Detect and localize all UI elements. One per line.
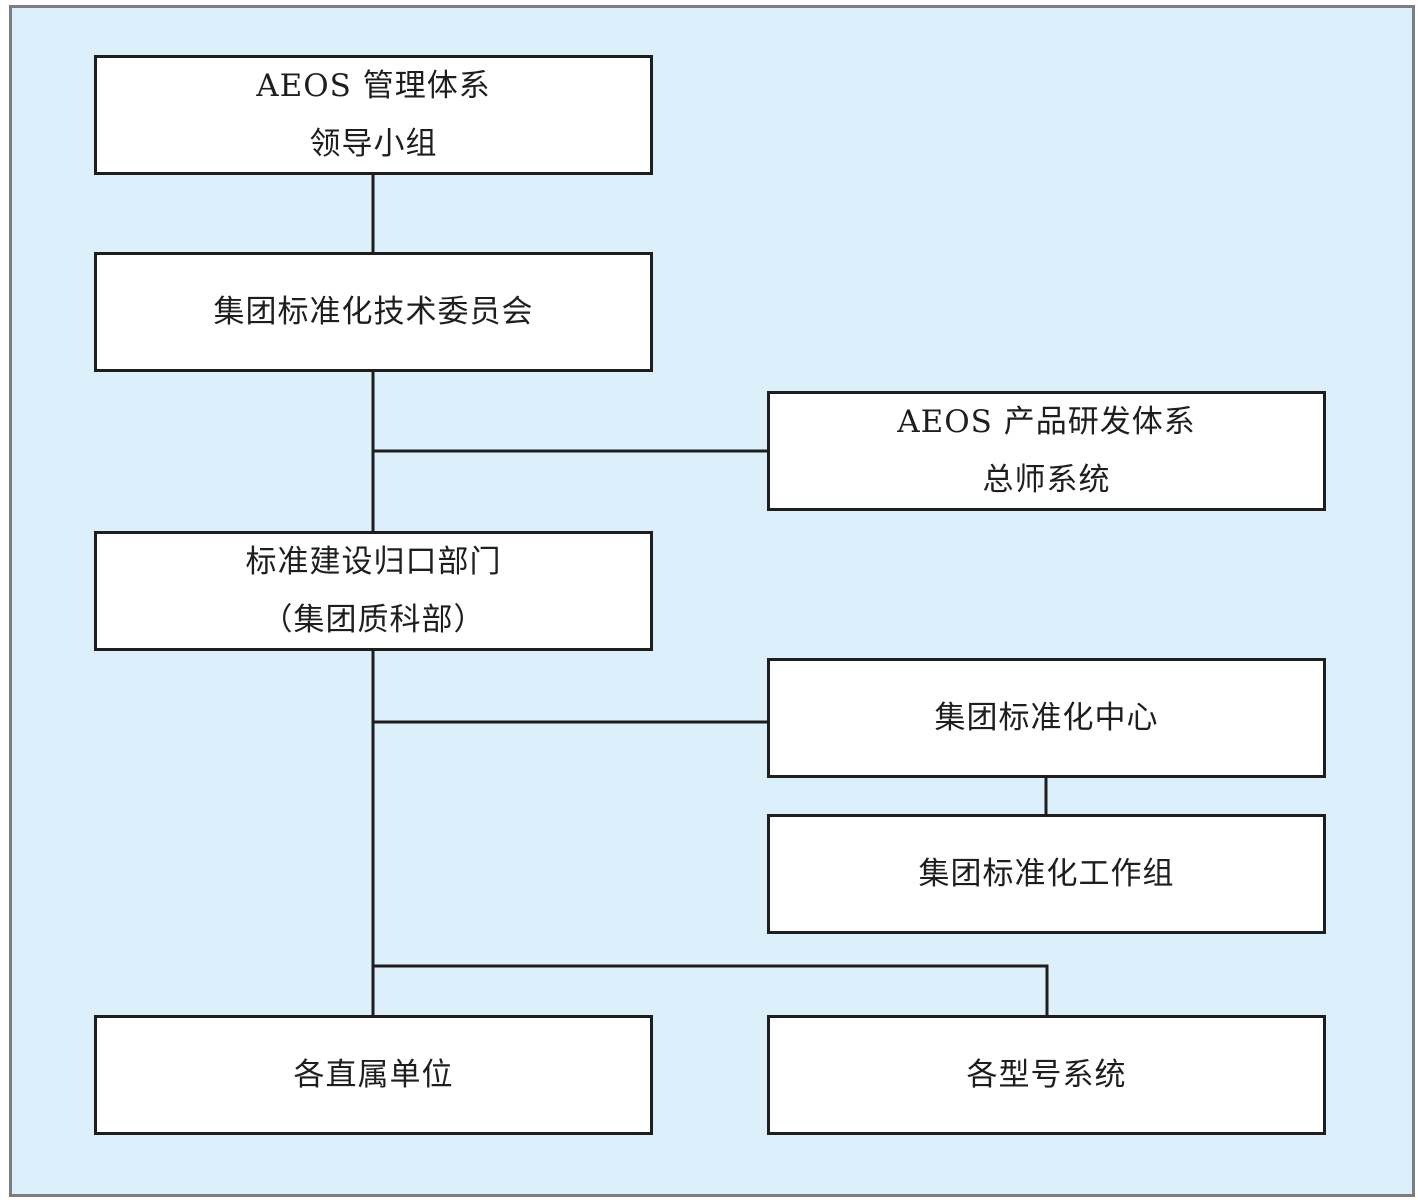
node-chief-designer-system: AEOS 产品研发体系 总师系统 bbox=[767, 391, 1326, 511]
node-chief-designer-system-line1: AEOS 产品研发体系 bbox=[897, 404, 1196, 440]
node-standard-dept: 标准建设归口部门 （集团质科部） bbox=[94, 531, 653, 651]
node-direct-units: 各直属单位 bbox=[94, 1015, 653, 1135]
node-tech-committee-line1: 集团标准化技术委员会 bbox=[213, 294, 534, 330]
node-model-systems-line1: 各型号系统 bbox=[966, 1057, 1127, 1093]
node-standardization-center-line1: 集团标准化中心 bbox=[934, 700, 1159, 736]
connector-trunk-to-model-systems bbox=[373, 964, 1049, 1016]
node-chief-designer-system-line2: 总师系统 bbox=[982, 462, 1111, 498]
node-direct-units-line1: 各直属单位 bbox=[293, 1057, 454, 1093]
node-model-systems: 各型号系统 bbox=[767, 1015, 1326, 1135]
node-standardization-workgroup-line1: 集团标准化工作组 bbox=[918, 856, 1175, 892]
node-leadership-group-line1: AEOS 管理体系 bbox=[256, 68, 491, 104]
node-leadership-group-line2: 领导小组 bbox=[309, 126, 438, 162]
node-standard-dept-line1: 标准建设归口部门 bbox=[245, 544, 502, 580]
node-leadership-group: AEOS 管理体系 领导小组 bbox=[94, 55, 653, 175]
node-standardization-center: 集团标准化中心 bbox=[767, 658, 1326, 778]
node-standardization-workgroup: 集团标准化工作组 bbox=[767, 814, 1326, 934]
node-tech-committee: 集团标准化技术委员会 bbox=[94, 252, 653, 372]
node-standard-dept-line2: （集团质科部） bbox=[261, 602, 486, 638]
